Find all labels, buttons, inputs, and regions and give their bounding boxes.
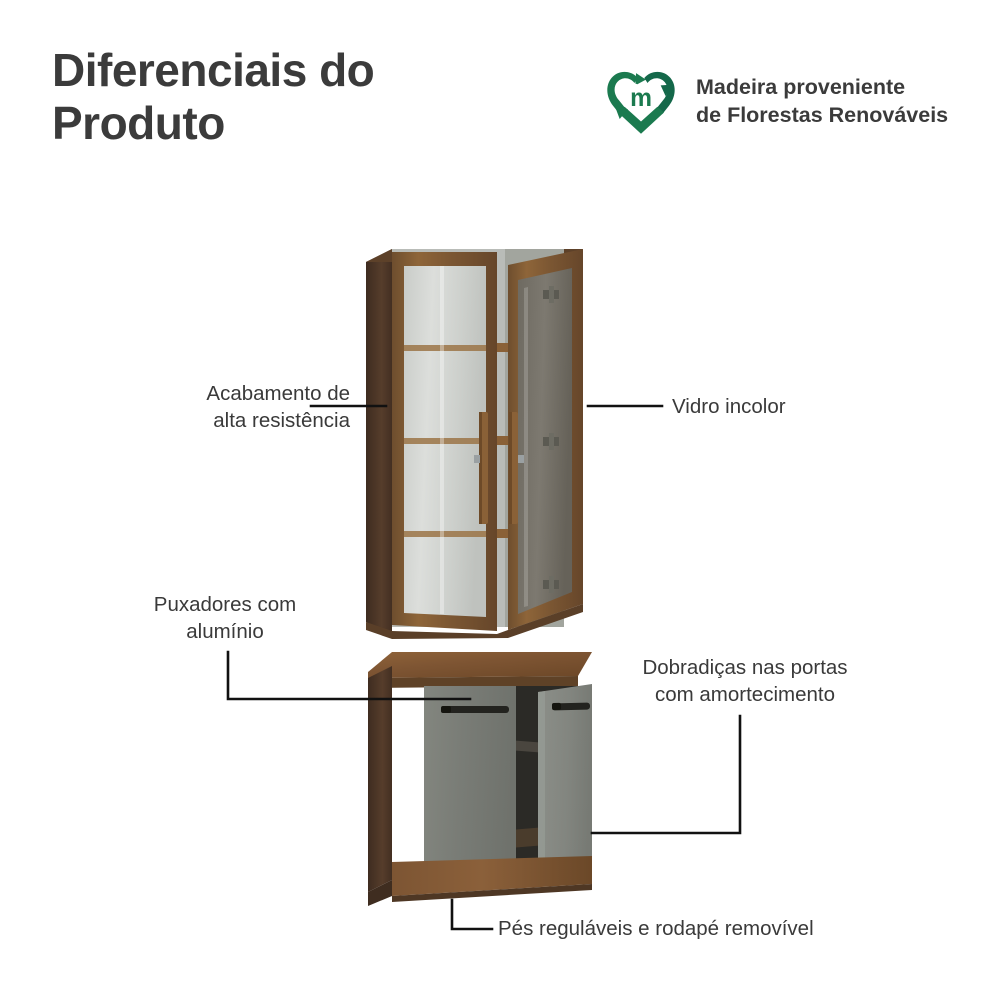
upper-cabinet <box>366 249 583 639</box>
callout-label-pes: Pés reguláveis e rodapé removível <box>498 916 898 943</box>
callout-dobradicas-line2: com amortecimento <box>654 682 835 706</box>
callout-acabamento-line2: alta resistência <box>213 408 350 432</box>
upper-door-right-handle[interactable] <box>509 412 524 524</box>
upper-cabinet-side-panel <box>366 249 392 634</box>
lower-cabinet-door-right[interactable] <box>538 684 592 870</box>
upper-door-left-handle[interactable] <box>474 412 488 524</box>
lower-cabinet-door-left[interactable] <box>424 686 516 866</box>
callout-dobradicas-line1: Dobradiças nas portas <box>642 656 848 679</box>
callout-puxadores-line1: Puxadores com <box>153 593 297 616</box>
aluminium-accent <box>474 455 480 463</box>
callout-pes-line1: Pés reguláveis e rodapé removível <box>498 917 814 940</box>
callout-puxadores-line2: alumínio <box>186 619 264 643</box>
plinth-shadow <box>392 884 592 902</box>
eco-badge-text: Madeira proveniente de Florestas Renováv… <box>696 73 948 130</box>
callout-label-puxadores: Puxadores com alumínio <box>110 592 340 645</box>
eco-badge-line2: de Florestas Renováveis <box>696 103 949 127</box>
upper-cabinet-door-left[interactable] <box>392 252 497 631</box>
lower-cabinet-plinth <box>392 856 592 896</box>
callout-acabamento-line1: Acabamento de <box>206 382 350 405</box>
lower-cabinet-countertop <box>368 652 592 678</box>
lower-cabinet <box>368 652 592 906</box>
callout-label-dobradicas: Dobradiças nas portas com amortecimento <box>620 655 870 708</box>
door-hinge-icon <box>543 286 559 593</box>
callout-vidro-line1: Vidro incolor <box>672 395 786 418</box>
plinth-side <box>368 880 392 906</box>
eco-monogram: m <box>630 85 652 112</box>
callout-label-acabamento: Acabamento de alta resistência <box>140 381 350 434</box>
lower-door-right-handle[interactable] <box>551 702 591 711</box>
lower-door-left-handle[interactable] <box>441 706 509 713</box>
upper-cabinet-bottom <box>366 604 583 639</box>
page-title: Diferenciais do Produto <box>52 44 375 150</box>
recycling-heart-logo-icon: m <box>600 60 682 142</box>
lower-cabinet-side-panel <box>368 666 392 892</box>
eco-badge-line1: Madeira proveniente <box>696 74 906 99</box>
aluminium-accent <box>518 455 524 463</box>
eco-badge: m Madeira proveniente de Florestas Renov… <box>600 60 948 142</box>
upper-cabinet-door-right[interactable] <box>508 249 583 630</box>
callout-label-vidro: Vidro incolor <box>672 394 902 421</box>
